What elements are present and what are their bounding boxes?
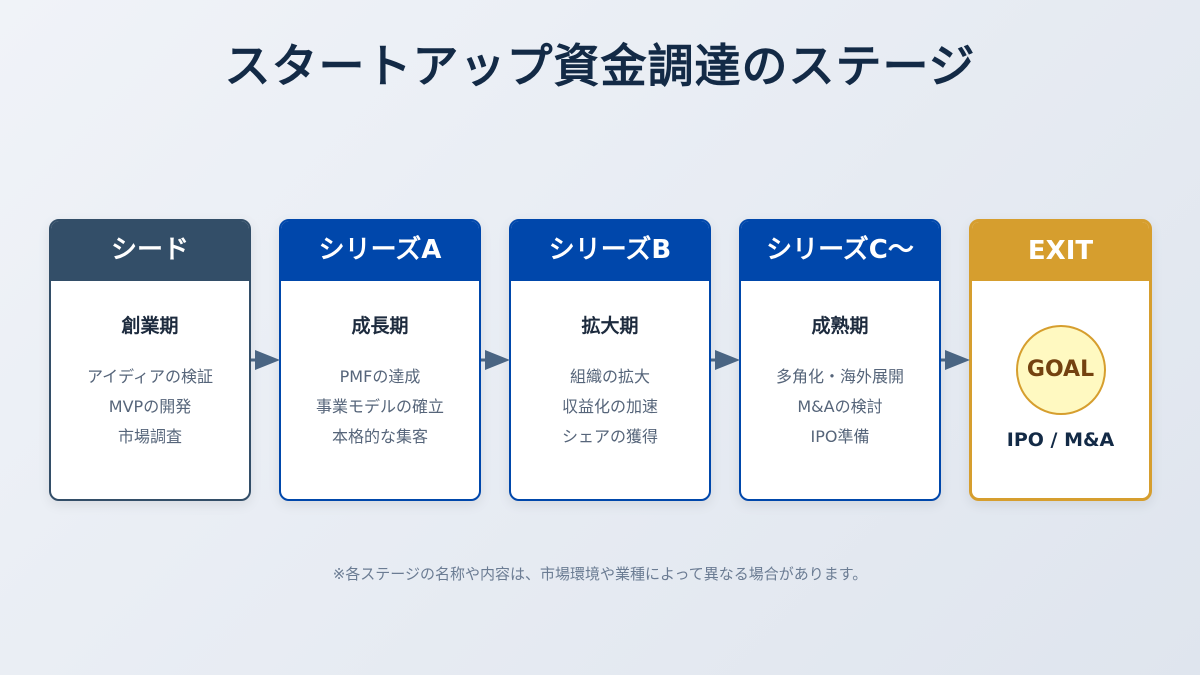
arrow-right-icon (711, 350, 740, 370)
stage-item: PMFの達成 (339, 367, 421, 386)
stage-header: EXIT (972, 222, 1149, 281)
stage-header: シリーズC〜 (741, 221, 939, 281)
stage-card-series-c: シリーズC〜 成熟期 多角化・海外展開 M&Aの検討 IPO準備 (739, 219, 941, 501)
stage-item: IPO準備 (810, 427, 870, 446)
stage-item: 収益化の加速 (561, 397, 658, 416)
page-title: スタートアップ資金調達のステージ (224, 39, 976, 93)
stage-item: 市場調査 (117, 427, 182, 446)
stage-period: 創業期 (121, 315, 179, 337)
stage-item: シェアの獲得 (561, 427, 658, 446)
arrow-right-icon (481, 350, 510, 370)
stage-period: 成長期 (351, 315, 409, 337)
stage-card-series-a: シリーズA 成長期 PMFの達成事業モデルの確立本格的な集客 (279, 219, 481, 501)
stage-item: 多角化・海外展開 (775, 367, 904, 386)
stage-item: 組織の拡大 (569, 367, 650, 386)
stage-item: MVPの開発 (108, 397, 192, 416)
stage-item: M&Aの検討 (797, 397, 883, 416)
stage-period: 成熟期 (811, 315, 869, 337)
goal-badge: GOAL (1015, 325, 1106, 415)
stage-header: シリーズA (281, 221, 479, 281)
stage-period: 拡大期 (581, 315, 639, 337)
stage-item: 本格的な集客 (331, 427, 428, 446)
stage-header: シード (51, 221, 249, 281)
stage-card-seed: シード 創業期 アイディアの検証 MVPの開発市場調査 (49, 219, 251, 501)
stage-item: 事業モデルの確立 (315, 397, 444, 416)
stage-card-exit: EXIT GOAL IPO / M&A (969, 219, 1152, 501)
arrow-right-icon (941, 350, 970, 370)
stage-card-series-b: シリーズB 拡大期 組織の拡大収益化の加速シェアの獲得 (509, 219, 711, 501)
footnote: ※各ステージの名称や内容は、市場環境や業種によって異なる場合があります。 (332, 565, 868, 583)
stage-header: シリーズB (511, 221, 709, 281)
arrow-right-icon (251, 350, 280, 370)
stage-item: アイディアの検証 (86, 367, 214, 386)
exit-label: IPO / M&A (1006, 429, 1115, 451)
